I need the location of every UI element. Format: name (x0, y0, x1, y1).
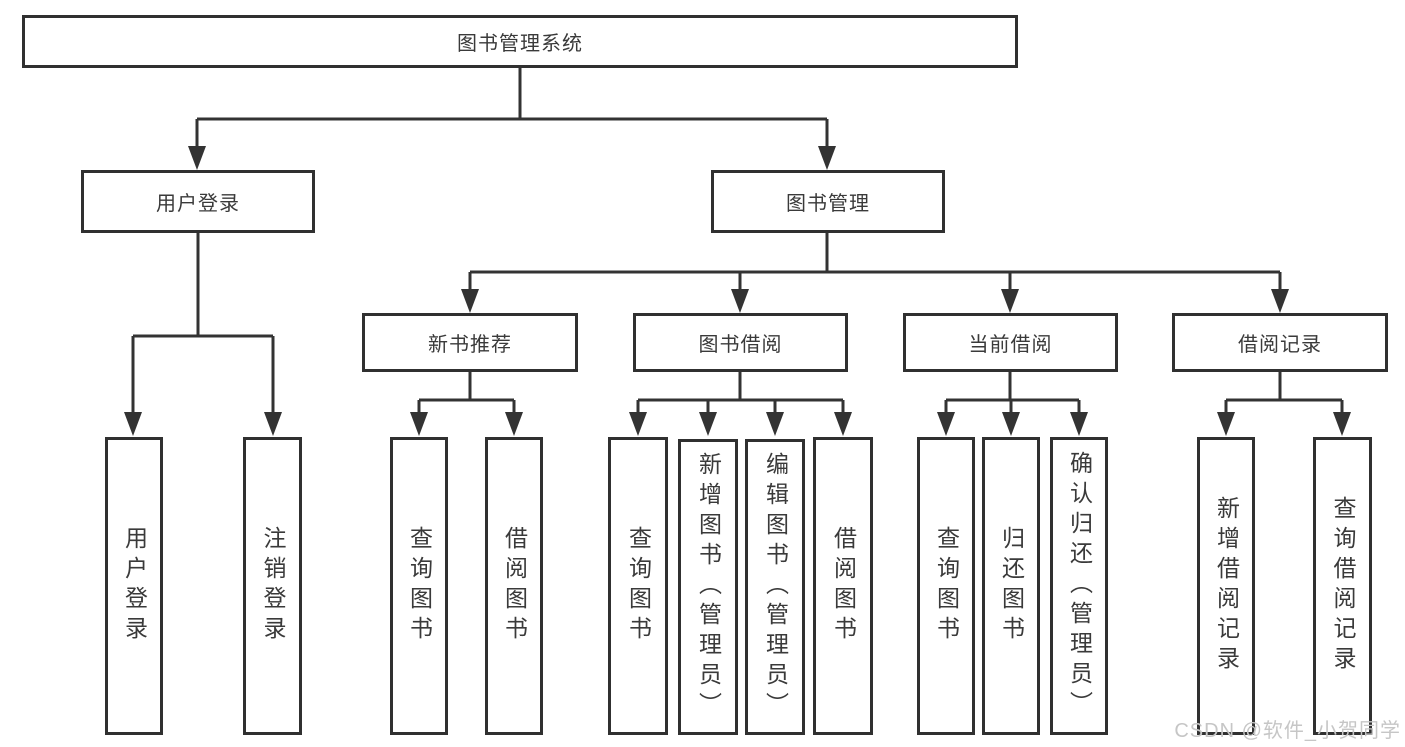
leaf-add-books-admin-label: 新增图书（管理员） (695, 452, 722, 722)
leaf-query-borrow-record: 查询借阅记录 (1313, 437, 1372, 735)
node-root-system: 图书管理系统 (22, 15, 1018, 68)
node-book-borrowing-label: 图书借阅 (698, 334, 783, 356)
leaf-user-login-label: 用户登录 (121, 526, 148, 646)
node-new-book-recommend-label: 新书推荐 (428, 334, 512, 356)
node-book-management-label: 图书管理 (786, 193, 870, 215)
leaf-query-books-1-label: 查询图书 (406, 526, 433, 646)
leaf-edit-books-admin: 编辑图书（管理员） (745, 439, 805, 735)
leaf-confirm-return-admin: 确认归还（管理员） (1050, 437, 1108, 735)
node-current-borrowing: 当前借阅 (903, 313, 1118, 372)
node-borrowing-records-label: 借阅记录 (1238, 334, 1322, 356)
node-user-login-label: 用户登录 (156, 193, 240, 215)
node-root-system-label: 图书管理系统 (457, 33, 583, 55)
node-book-borrowing: 图书借阅 (633, 313, 848, 372)
leaf-query-books-1: 查询图书 (390, 437, 448, 735)
node-book-management: 图书管理 (711, 170, 945, 233)
leaf-add-borrow-record: 新增借阅记录 (1197, 437, 1255, 735)
node-borrowing-records: 借阅记录 (1172, 313, 1388, 372)
leaf-borrow-books-1-label: 借阅图书 (501, 526, 528, 646)
leaf-confirm-return-admin-label: 确认归还（管理员） (1066, 451, 1093, 721)
leaf-query-books-2: 查询图书 (608, 437, 668, 735)
leaf-logout-label: 注销登录 (260, 526, 286, 646)
leaf-query-books-2-label: 查询图书 (625, 526, 652, 646)
leaf-borrow-books-2: 借阅图书 (813, 437, 873, 735)
leaf-borrow-books-1: 借阅图书 (485, 437, 543, 735)
leaf-borrow-books-2-label: 借阅图书 (830, 526, 857, 646)
arrowhead-icons (124, 146, 1351, 436)
leaf-query-borrow-record-label: 查询借阅记录 (1330, 496, 1356, 676)
leaf-logout: 注销登录 (243, 437, 302, 735)
csdn-watermark: CSDN @软件_小贺同学 (1174, 720, 1401, 742)
leaf-edit-books-admin-label: 编辑图书（管理员） (762, 452, 789, 722)
leaf-query-books-3: 查询图书 (917, 437, 975, 735)
node-user-login: 用户登录 (81, 170, 315, 233)
leaf-return-books: 归还图书 (982, 437, 1040, 735)
leaf-add-books-admin: 新增图书（管理员） (678, 439, 738, 735)
leaf-user-login: 用户登录 (105, 437, 163, 735)
leaf-query-books-3-label: 查询图书 (933, 526, 960, 646)
node-current-borrowing-label: 当前借阅 (968, 334, 1053, 356)
node-new-book-recommend: 新书推荐 (362, 313, 578, 372)
leaf-return-books-label: 归还图书 (998, 526, 1025, 646)
leaf-add-borrow-record-label: 新增借阅记录 (1213, 496, 1240, 676)
